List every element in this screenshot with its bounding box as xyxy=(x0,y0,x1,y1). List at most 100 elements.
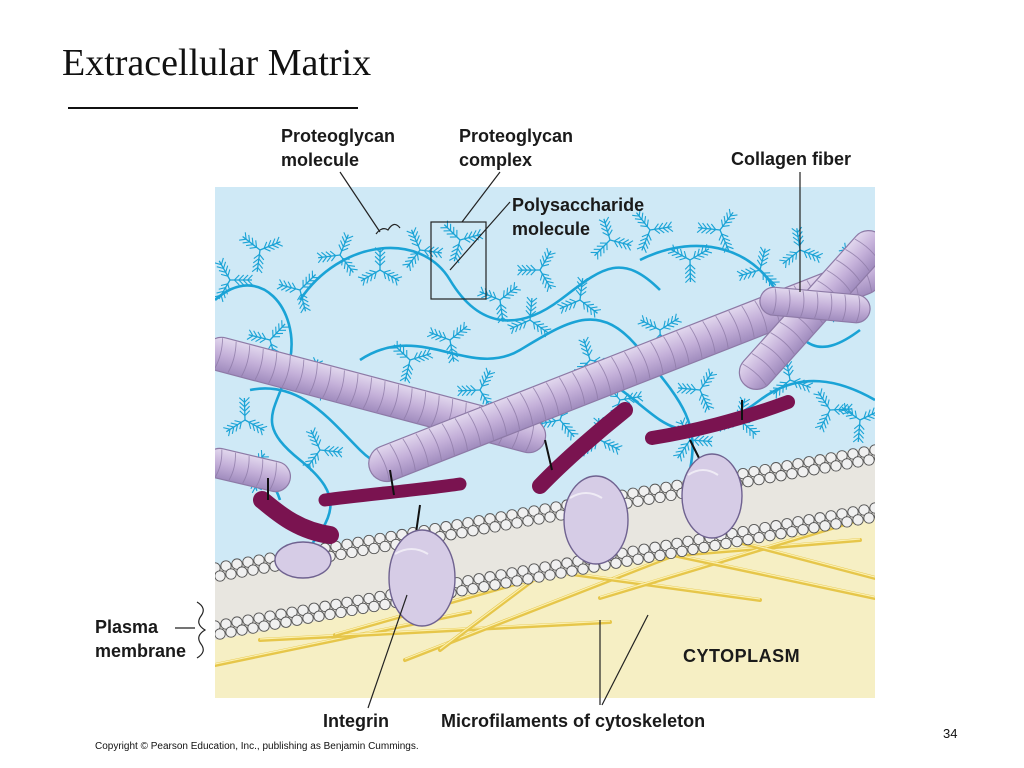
polysaccharide-bristle xyxy=(859,407,875,422)
polysaccharide-bristle xyxy=(673,439,691,462)
phospholipid-head xyxy=(484,513,496,525)
phospholipid-head xyxy=(247,564,259,576)
polysaccharide-bristle xyxy=(756,246,771,271)
polysaccharide-bristle xyxy=(525,296,538,321)
label-polysaccharide-molecule: Polysaccharide molecule xyxy=(512,195,645,239)
phospholipid-head xyxy=(451,519,463,531)
polysaccharide-bristle xyxy=(446,339,460,364)
polysaccharide-bristle xyxy=(406,227,422,251)
pointer-proteoglycan-complex xyxy=(461,171,501,223)
phospholipid-head xyxy=(797,524,809,536)
polysaccharide-bristle xyxy=(459,228,484,243)
phospholipid-head xyxy=(506,567,518,579)
phospholipid-head xyxy=(236,566,248,578)
phospholipid-head xyxy=(803,456,815,468)
phospholipid-head xyxy=(764,472,776,484)
phospholipid-head xyxy=(742,475,754,488)
phospholipid-head xyxy=(324,608,336,620)
phospholipid-head xyxy=(335,606,347,619)
slide-number: 34 xyxy=(943,726,958,741)
phospholipid-head xyxy=(737,525,749,538)
tether-line xyxy=(689,439,701,461)
phospholipid-head xyxy=(869,502,875,514)
phospholipid-head xyxy=(297,604,309,616)
phospholipid-head xyxy=(308,602,320,614)
polysaccharide-bristle xyxy=(813,388,831,411)
phospholipid-head xyxy=(220,560,232,572)
polysaccharide-bristle xyxy=(390,340,411,361)
phospholipid-head xyxy=(720,537,732,550)
phospholipid-head xyxy=(346,604,358,617)
microfilament xyxy=(638,546,875,600)
polysaccharide-bristle xyxy=(699,368,718,391)
polysaccharide-bristle xyxy=(852,419,865,444)
phospholipid-head xyxy=(627,545,639,557)
proteoglycan-core-strand xyxy=(215,284,332,561)
phospholipid-head xyxy=(858,446,870,458)
phospholipid-head xyxy=(698,541,710,554)
phospholipid-head xyxy=(550,559,562,571)
phospholipid-head xyxy=(528,505,540,517)
polysaccharide-bristle xyxy=(814,409,831,433)
fibronectin xyxy=(318,477,467,507)
slide-title: Extracellular Matrix xyxy=(62,42,372,84)
polysaccharide-bristle xyxy=(449,321,471,341)
phospholipid-head xyxy=(242,614,254,626)
phospholipid-head xyxy=(753,473,765,486)
polysaccharide-bristle xyxy=(305,427,322,451)
phospholipid-head xyxy=(682,535,694,548)
collagen-fibers xyxy=(215,230,875,493)
label-pointer-lines xyxy=(175,171,801,709)
phospholipid-head xyxy=(506,509,518,521)
polysaccharide-bristle xyxy=(779,249,801,269)
polysaccharide-bristle xyxy=(357,269,381,286)
phospholipid-head xyxy=(385,530,397,543)
phospholipid-head xyxy=(643,493,655,505)
phospholipid-head xyxy=(874,513,875,519)
phospholipid-head xyxy=(374,590,386,603)
copyright-notice: Copyright © Pearson Education, Inc., pub… xyxy=(95,741,419,752)
label-proteoglycan-molecule: Proteoglycan molecule xyxy=(281,126,396,170)
phospholipid-head xyxy=(225,568,237,580)
phospholipid-head xyxy=(253,612,265,624)
label-proteoglycan-complex: Proteoglycan complex xyxy=(459,126,574,170)
phospholipid-head xyxy=(676,545,688,558)
phospholipid-head xyxy=(797,466,809,478)
phospholipid-head xyxy=(253,554,265,566)
phospholipid-head xyxy=(687,543,699,556)
polysaccharide-bristle xyxy=(676,382,701,395)
fibronectin xyxy=(532,402,633,494)
polysaccharide-bristle xyxy=(319,445,344,458)
phospholipid-head xyxy=(841,458,853,470)
phospholipid-head xyxy=(671,537,683,550)
phospholipid-head xyxy=(847,506,859,518)
phospholipid-head xyxy=(330,598,342,611)
phospholipid-head xyxy=(643,551,655,563)
label-cytoplasm: CYTOPLASM xyxy=(683,646,801,666)
polysaccharide-bristle xyxy=(575,276,589,301)
polysaccharide-bristle xyxy=(517,264,541,276)
polysaccharide-bristle xyxy=(590,239,611,260)
phospholipid-head xyxy=(264,610,276,622)
phospholipid-head xyxy=(577,563,589,575)
polysaccharide-bristle xyxy=(223,419,246,437)
polysaccharide-bristle xyxy=(316,250,341,264)
phospholipid-head xyxy=(258,562,270,574)
polysaccharide-bristle xyxy=(698,389,715,413)
polysaccharide-bristle xyxy=(299,270,320,291)
phospholipid-head xyxy=(517,507,529,519)
polysaccharide-bristle xyxy=(599,439,623,455)
phospholipid-head xyxy=(748,523,760,536)
phospholipid-head xyxy=(830,518,842,530)
proteoglycan-core-strand xyxy=(298,246,661,322)
phospholipid-head xyxy=(753,531,765,544)
polysaccharide-bristle xyxy=(297,289,311,314)
polysaccharide-bristle xyxy=(719,208,738,231)
tether-line xyxy=(389,469,395,496)
phospholipid-head xyxy=(517,565,529,577)
proteoglycan-bracket xyxy=(375,223,401,235)
polysaccharide-bristle xyxy=(696,222,721,235)
phospholipid-head xyxy=(770,462,782,474)
polysaccharide-bristle xyxy=(426,327,451,342)
phospholipid-head xyxy=(830,460,842,472)
